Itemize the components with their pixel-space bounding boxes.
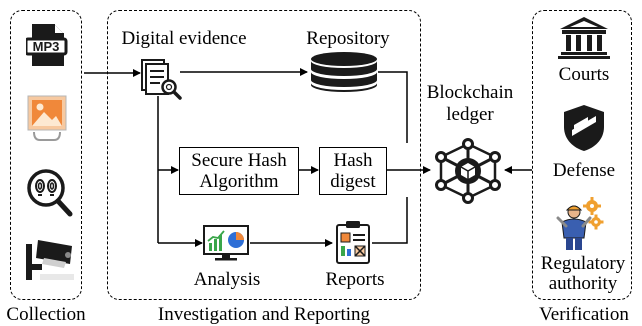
blockchain-network-icon — [435, 138, 501, 204]
regulatory-authority-label: Regulatory authority — [534, 254, 632, 294]
courts-label: Courts — [558, 64, 610, 85]
regulatory-line1: Regulatory — [540, 253, 626, 274]
defense-label: Defense — [552, 160, 616, 181]
digest-line1: Hash — [333, 150, 373, 171]
fingerprint-search-icon — [27, 169, 73, 217]
reports-label: Reports — [325, 269, 385, 290]
digest-line2: digest — [330, 171, 376, 192]
mp3-file-icon: MP3 — [26, 24, 68, 66]
analysis-monitor-icon — [203, 225, 249, 261]
regulator-worker-icon — [556, 197, 604, 250]
reports-clipboard-icon — [336, 221, 370, 264]
courthouse-icon — [558, 17, 610, 59]
verification-label: Verification — [539, 304, 629, 325]
blockchain-line1: Blockchain — [426, 82, 514, 103]
digital-evidence-label: Digital evidence — [121, 28, 247, 49]
investigation-label: Investigation and Reporting — [157, 304, 371, 325]
svg-text:MP3: MP3 — [33, 39, 60, 54]
investigation-group — [107, 10, 421, 300]
defense-shield-icon — [564, 105, 604, 151]
collection-label: Collection — [6, 304, 86, 325]
secure-hash-algorithm-box: Secure Hash Algorithm — [179, 147, 299, 195]
collection-group — [10, 10, 82, 300]
digital-evidence-icon — [141, 59, 182, 100]
hash-digest-box: Hash digest — [319, 147, 387, 195]
reports-to-blockchain-line — [372, 197, 408, 244]
repository-to-blockchain-line — [378, 71, 408, 143]
analysis-label: Analysis — [193, 269, 261, 290]
sha-line1: Secure Hash — [191, 150, 287, 171]
regulatory-line2: authority — [548, 273, 618, 294]
image-file-icon — [27, 95, 67, 141]
verification-group — [532, 10, 632, 300]
blockchain-ledger-label: Blockchain ledger — [418, 82, 522, 126]
cctv-camera-icon — [26, 240, 74, 280]
blockchain-line2: ledger — [446, 104, 494, 125]
database-icon — [311, 52, 377, 92]
repository-label: Repository — [306, 28, 390, 49]
sha-line2: Algorithm — [199, 171, 279, 192]
